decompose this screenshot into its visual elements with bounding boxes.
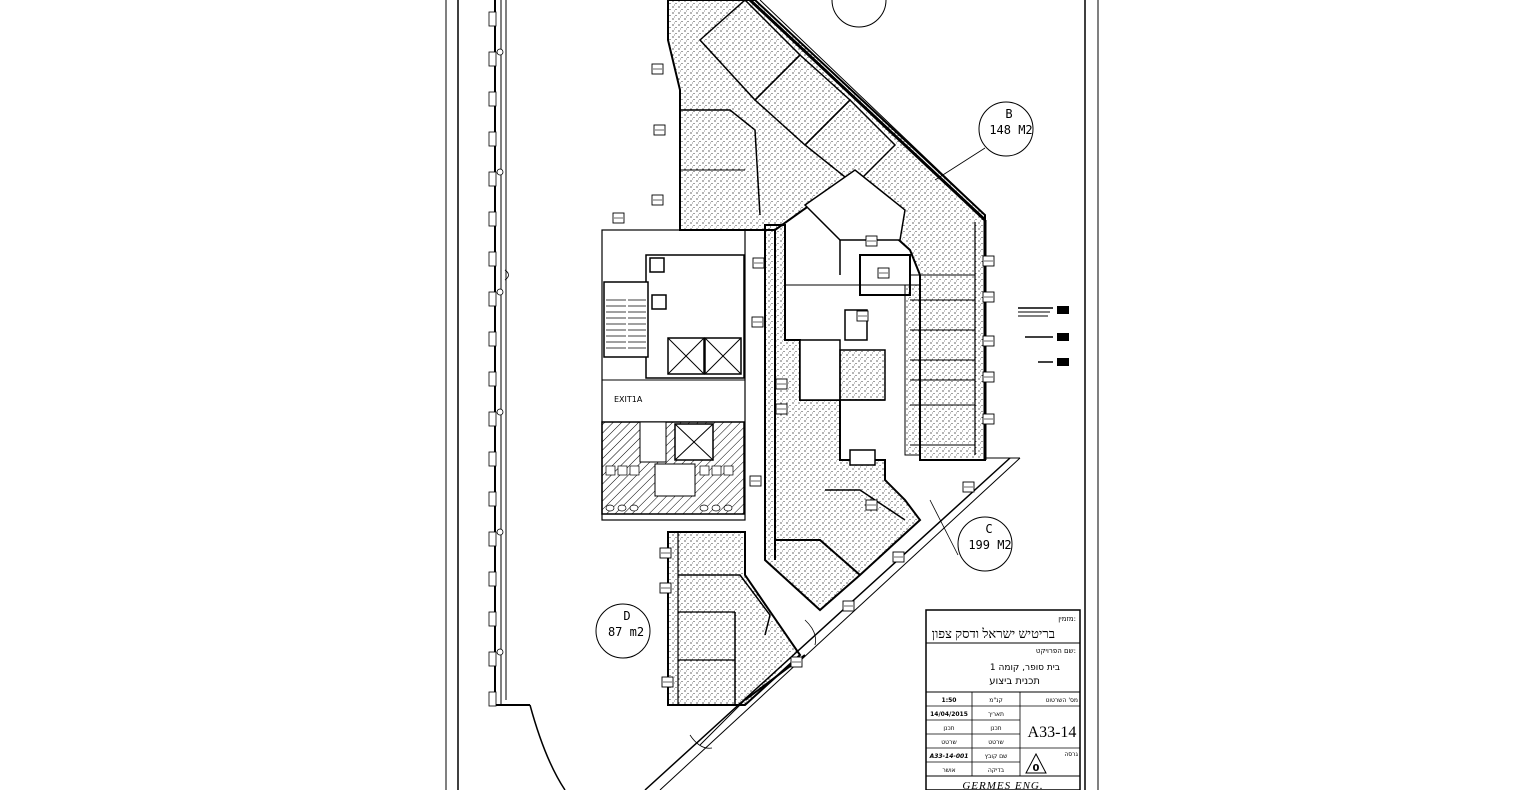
title-block-text: מזמין: בריטיש ישראל ודסק צפון שם הפרויקט… (929, 615, 1079, 790)
client-name: בריטיש ישראל ודסק צפון (932, 626, 1055, 641)
approved-label: אושר (942, 767, 955, 774)
facade-column (488, 331, 497, 347)
scale-value: 1:50 (942, 697, 957, 704)
grid-marker (496, 288, 504, 296)
scale-label: קנ"מ (989, 697, 1003, 704)
drawing-no-label: מס' השרטוט (1046, 697, 1079, 704)
facade-column (488, 451, 497, 467)
project-line2: תכנית ביצוע (989, 676, 1040, 687)
zone-c-bubble: C 199 M2 (929, 499, 1013, 572)
exit-label: EXIT1A (614, 395, 643, 404)
project-label: שם הפרויקט: (1036, 647, 1076, 655)
revision-number: 0 (1033, 763, 1040, 774)
facade-column (488, 611, 497, 627)
file-value: A33-14-001 (929, 753, 969, 760)
facade-column (488, 491, 497, 507)
client-label: מזמין: (1058, 615, 1076, 623)
facade-column (488, 11, 497, 27)
legend (1018, 306, 1069, 366)
facade-column (488, 571, 497, 587)
facade-column (488, 411, 497, 427)
zone-b-area: 148 M2 (989, 123, 1032, 137)
toilet-fixture (605, 465, 616, 476)
grid-marker (496, 48, 504, 56)
zone-a-bubble-partial (831, 0, 887, 28)
building-core (601, 229, 746, 521)
facade-column (488, 251, 497, 267)
project-line1: בית סופר, קומה 1 (990, 663, 1060, 673)
toilet-fixture (711, 465, 722, 476)
toilet-fixture (629, 465, 640, 476)
toilet-fixture (617, 465, 628, 476)
zone-b-bubble: B 148 M2 (934, 101, 1034, 181)
facade-column (488, 131, 497, 147)
date-label: תאריך (988, 711, 1004, 718)
designed-label: תכנן (990, 725, 1001, 732)
facade-column (488, 91, 497, 107)
sink-fixture (699, 504, 709, 512)
drawn-label: שרטט (988, 739, 1003, 746)
south-wing (667, 531, 806, 706)
checked-label: בדיקה (988, 767, 1005, 774)
sink-fixture (629, 504, 639, 512)
designed-by: תכנן (943, 725, 954, 732)
wc-fixtures (605, 465, 734, 512)
sink-fixture (723, 504, 733, 512)
grid-marker (496, 408, 504, 416)
company-footer: GERMES ENG. (962, 780, 1043, 790)
grid-marker (496, 168, 504, 176)
zone-c-area: 199 M2 (968, 538, 1011, 552)
zone-c-id: C (985, 522, 992, 536)
sink-fixture (617, 504, 627, 512)
facade-column (488, 211, 497, 227)
title-block (925, 609, 1081, 790)
toilet-fixture (699, 465, 710, 476)
facade-column (488, 691, 497, 707)
facade-column (488, 291, 497, 307)
facade-column (488, 371, 497, 387)
toilet-fixture (723, 465, 734, 476)
zone-d-area: 87 m2 (608, 625, 644, 639)
central-offices (764, 224, 922, 612)
facade-column (488, 651, 497, 667)
sink-fixture (605, 504, 615, 512)
sink-fixture (711, 504, 721, 512)
facade-column (488, 51, 497, 67)
zone-d-bubble: D 87 m2 (595, 603, 651, 659)
drawing-number: A33-14 (1028, 724, 1077, 741)
facade-columns (488, 11, 504, 707)
grid-marker (496, 648, 504, 656)
grid-marker (496, 528, 504, 536)
stair-steps (606, 299, 646, 349)
element-tags (612, 63, 995, 688)
left-facade-wall (494, 0, 566, 790)
zone-d-id: D (623, 609, 630, 623)
drawn-by: שרטט (941, 739, 956, 746)
south-east-facade (644, 457, 1021, 790)
facade-column (488, 171, 497, 187)
version-label: גרסה (1064, 751, 1078, 758)
file-label: שם קובץ (985, 753, 1008, 760)
facade-column (488, 531, 497, 547)
sheet-border (445, 0, 1099, 790)
zone-b-id: B (1005, 107, 1012, 121)
date-value: 14/04/2015 (930, 711, 968, 718)
